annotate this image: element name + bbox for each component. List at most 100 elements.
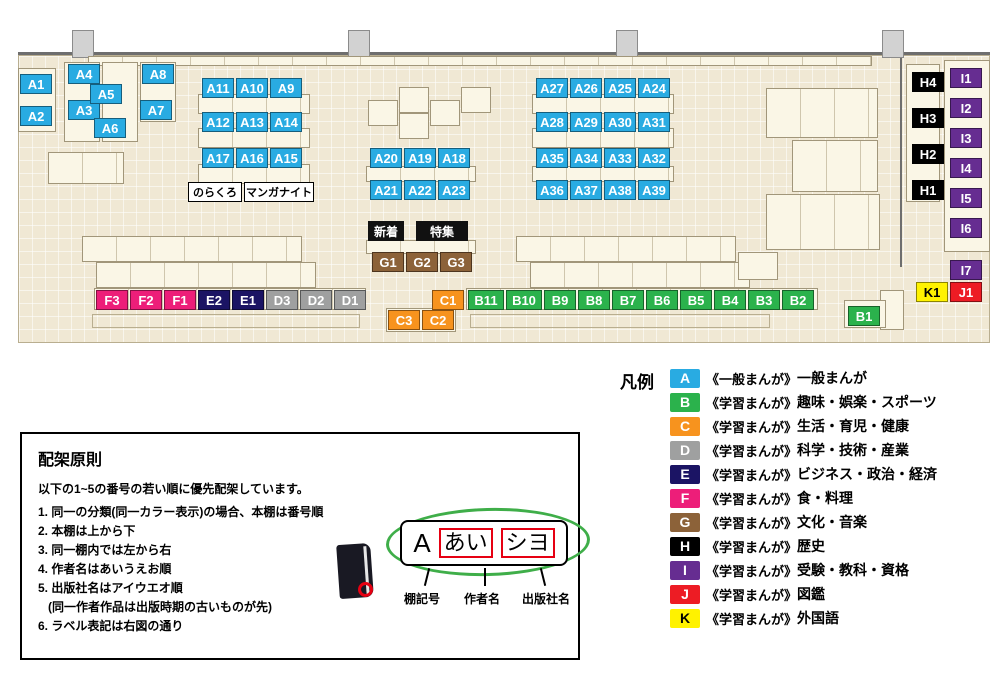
shelf-tag-A20: A20 bbox=[370, 148, 402, 168]
shelf-tag-B9: B9 bbox=[544, 290, 576, 310]
legend-label: 受験・教科・資格 bbox=[797, 562, 910, 578]
legend-badge-G: G bbox=[670, 512, 700, 532]
shelf-tag-A8: A8 bbox=[142, 64, 174, 84]
shelf-tag-B2: B2 bbox=[782, 290, 814, 310]
shelf bbox=[82, 236, 302, 262]
legend-badge-C: C bbox=[670, 416, 700, 436]
shelf-tag-B1: B1 bbox=[848, 306, 880, 326]
shelf-tag-B10: B10 bbox=[506, 290, 542, 310]
legend-row-A: A《一般まんが》一般まんが bbox=[670, 366, 937, 390]
shelf-tag-A17: A17 bbox=[202, 148, 234, 168]
shelf-tag-A31: A31 bbox=[638, 112, 670, 132]
legend-label: 食・料理 bbox=[797, 490, 854, 506]
pillar bbox=[72, 30, 94, 58]
shelf bbox=[88, 56, 872, 66]
principles-intro: 以下の1~5の番号の若い順に優先配架しています。 bbox=[38, 482, 309, 496]
legend-series: 《学習まんが》 bbox=[706, 539, 798, 555]
demo-publisher: シヨ bbox=[500, 528, 555, 558]
shelf-tag-A4: A4 bbox=[68, 64, 100, 84]
legend-row-D: D《学習まんが》科学・技術・産業 bbox=[670, 438, 937, 462]
shelf-tag-A34: A34 bbox=[570, 148, 602, 168]
legend-badge-H: H bbox=[670, 536, 700, 556]
shelf-tag-A7: A7 bbox=[140, 100, 172, 120]
shelf-tag-A38: A38 bbox=[604, 180, 636, 200]
shelf bbox=[430, 100, 460, 126]
shelf-tag-B4: B4 bbox=[714, 290, 746, 310]
shelf bbox=[530, 262, 750, 288]
legend-badge-D: D bbox=[670, 440, 700, 460]
shelf-tag-A18: A18 bbox=[438, 148, 470, 168]
shelf-tag-A36: A36 bbox=[536, 180, 568, 200]
legend-label: 外国語 bbox=[797, 610, 840, 626]
shelf-outline bbox=[470, 314, 770, 328]
legend-series: 《学習まんが》 bbox=[706, 563, 798, 579]
shelf-tag-A14: A14 bbox=[270, 112, 302, 132]
shelf bbox=[96, 262, 316, 288]
legend-label: 科学・技術・産業 bbox=[797, 442, 910, 458]
shelf-tag-B6: B6 bbox=[646, 290, 678, 310]
legend-badge-A: A bbox=[670, 368, 700, 388]
shelf-tag-G1: G1 bbox=[372, 252, 404, 272]
shelf-tag-A1: A1 bbox=[20, 74, 52, 94]
legend-row-G: G《学習まんが》文化・音楽 bbox=[670, 510, 937, 534]
shelf-tag-A2: A2 bbox=[20, 106, 52, 126]
legend-row-F: F《学習まんが》食・料理 bbox=[670, 486, 937, 510]
legend-row-C: C《学習まんが》生活・育児・健康 bbox=[670, 414, 937, 438]
legend-badge-F: F bbox=[670, 488, 700, 508]
pointer-line bbox=[484, 568, 486, 586]
shelf-tag-A5: A5 bbox=[90, 84, 122, 104]
shelf-tag-A35: A35 bbox=[536, 148, 568, 168]
shelf-tag-A37: A37 bbox=[570, 180, 602, 200]
shelf-tag-A3: A3 bbox=[68, 100, 100, 120]
shelf-tag-I1: I1 bbox=[950, 68, 982, 88]
legend-series: 《学習まんが》 bbox=[706, 515, 798, 531]
shelf-tag-A25: A25 bbox=[604, 78, 636, 98]
rule-line: 6. ラベル表記は右図の通り bbox=[38, 619, 184, 633]
shelf bbox=[368, 100, 398, 126]
shelf-tag-A26: A26 bbox=[570, 78, 602, 98]
shelf bbox=[198, 128, 310, 148]
shelf-tag-F2: F2 bbox=[130, 290, 162, 310]
legend-label: 趣味・娯楽・スポーツ bbox=[797, 394, 937, 410]
rule-line: 4. 作者名はあいうえお順 bbox=[38, 562, 172, 576]
shelf-tag-A32: A32 bbox=[638, 148, 670, 168]
shelf-tag-I2: I2 bbox=[950, 98, 982, 118]
pointer-line bbox=[539, 568, 547, 586]
legend-badge-K: K bbox=[670, 608, 700, 628]
shelf-tag-I5: I5 bbox=[950, 188, 982, 208]
shelf-tag-H2: H2 bbox=[912, 144, 944, 164]
shelf-tag-K1: K1 bbox=[916, 282, 948, 302]
rule-line: 5. 出版社名はアイウエオ順 bbox=[38, 581, 183, 595]
caption-shelf-code: 棚記号 bbox=[404, 592, 441, 606]
legend-series: 《学習まんが》 bbox=[706, 395, 798, 411]
shelf-tag-H1: H1 bbox=[912, 180, 944, 200]
shelf-tag-J1: J1 bbox=[950, 282, 982, 302]
demo-author: あい bbox=[438, 528, 493, 558]
pillar bbox=[882, 30, 904, 58]
pillar bbox=[348, 30, 370, 58]
label-tag: のらくろ bbox=[188, 182, 242, 202]
pillar bbox=[616, 30, 638, 58]
shelf-tag-D3: D3 bbox=[266, 290, 298, 310]
shelf-tag-I3: I3 bbox=[950, 128, 982, 148]
shelf bbox=[48, 152, 124, 184]
shelf-tag-H4: H4 bbox=[912, 72, 944, 92]
rule-line: 1. 同一の分類(同一カラー表示)の場合、本棚は番号順 bbox=[38, 505, 324, 519]
shelf-tag-A11: A11 bbox=[202, 78, 234, 98]
spine-label: A あい シヨ bbox=[400, 520, 568, 566]
rule-line: 3. 同一棚内では左から右 bbox=[38, 543, 172, 557]
shelf-tag-H3: H3 bbox=[912, 108, 944, 128]
shelf bbox=[399, 87, 429, 113]
shelf-outline bbox=[92, 314, 360, 328]
shelf-tag-C3: C3 bbox=[388, 310, 420, 330]
label-position-circle bbox=[358, 582, 373, 597]
label-tag: マンガナイト bbox=[244, 182, 314, 202]
shelf-tag-I7: I7 bbox=[950, 260, 982, 280]
legend-row-E: E《学習まんが》ビジネス・政治・経済 bbox=[670, 462, 937, 486]
shelf-tag-A12: A12 bbox=[202, 112, 234, 132]
